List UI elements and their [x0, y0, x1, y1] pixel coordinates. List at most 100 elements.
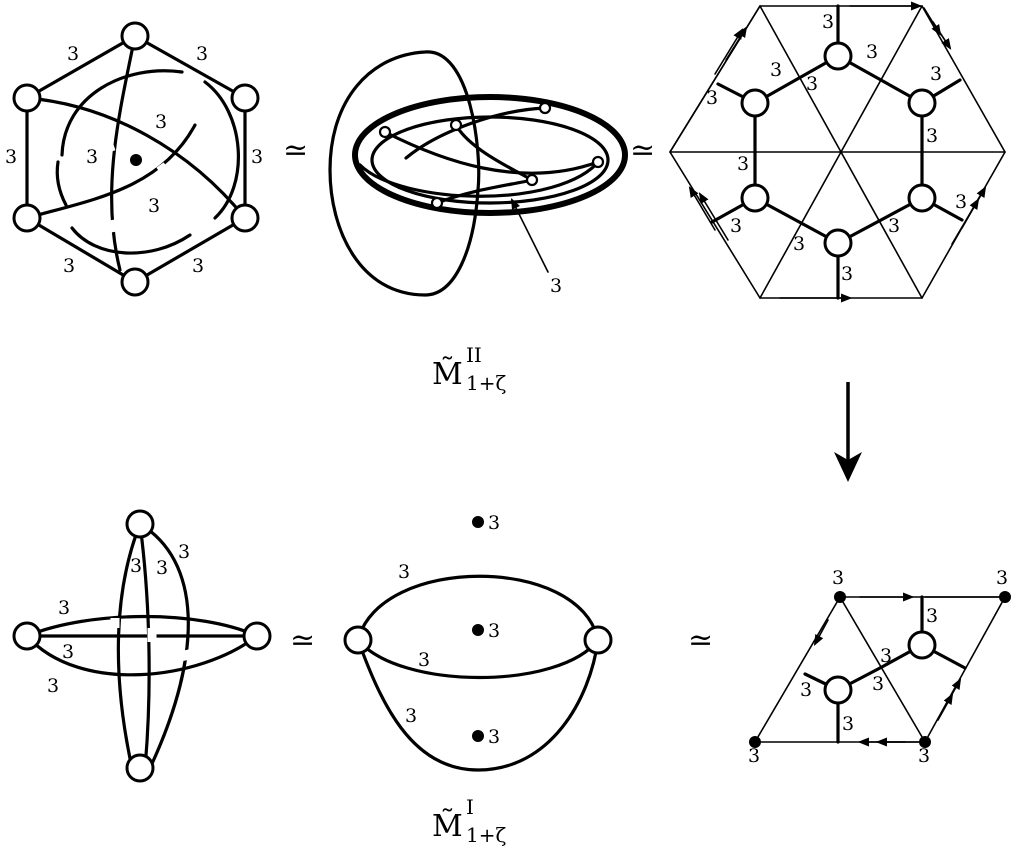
- hex-node: [12, 83, 42, 113]
- hex-node: [120, 267, 150, 297]
- node: [343, 625, 373, 655]
- order-label: 3: [63, 255, 75, 277]
- order-label: 3: [737, 153, 749, 175]
- node: [125, 753, 155, 783]
- order-label: 3: [488, 512, 500, 534]
- order-label: 3: [842, 713, 854, 735]
- order-label: 3: [488, 726, 500, 748]
- edge-arrow: [813, 619, 829, 646]
- vertex-node: [907, 183, 937, 213]
- node: [125, 509, 155, 539]
- arrow-down-icon: [834, 382, 862, 482]
- cone-point-dot: [472, 730, 484, 742]
- cone-point-dot: [472, 624, 484, 636]
- edge-arrow: [698, 192, 729, 241]
- order-label: 3: [872, 673, 884, 695]
- caption-sub: 1+ζ: [466, 823, 506, 847]
- panel-bottom-left-orbifold: 3 3 3 3 3 3: [12, 509, 272, 783]
- order-label: 3: [955, 191, 967, 213]
- order-label: 3: [178, 541, 190, 563]
- strand-c: [25, 96, 247, 220]
- order-label: 3: [730, 215, 742, 237]
- strand-horizontal-upper: [25, 614, 259, 638]
- theta-arc-middle: [356, 638, 600, 679]
- order-label: 3: [806, 73, 818, 95]
- strand-vertical-mid: [138, 522, 151, 770]
- order-label: 3: [880, 645, 892, 667]
- order-label: 3: [192, 255, 204, 277]
- torus-vertex: [538, 101, 552, 115]
- panel-top-left-hexagon-orbifold: 3 3 3 3 3 3 3 3 3: [5, 21, 263, 297]
- order-label: 3: [706, 87, 718, 109]
- edge-arrow: [688, 186, 716, 231]
- order-label: 3: [5, 146, 17, 168]
- pointer-arrow: [510, 197, 549, 273]
- dual-graph: [836, 643, 924, 692]
- cone-point-dot: [472, 516, 484, 528]
- order-label: 3: [866, 41, 878, 63]
- order-label: 3: [156, 557, 168, 579]
- order-label: 3: [47, 675, 59, 697]
- inner-arc-bottom: [70, 226, 192, 255]
- cone-point-dot: [999, 591, 1011, 603]
- vertex-node: [823, 228, 853, 258]
- vertex-node: [740, 88, 770, 118]
- hex-node: [230, 83, 260, 113]
- order-label: 3: [251, 146, 263, 168]
- edge-arrow: [714, 28, 744, 75]
- torus-outer: [352, 94, 628, 216]
- vertex-node: [907, 630, 937, 660]
- cone-point-dot: [919, 736, 931, 748]
- homeomorphism-symbol: ≃: [688, 623, 713, 658]
- caption-main: M̃: [432, 809, 463, 844]
- theta-arc-upper: [356, 574, 600, 642]
- vertex-node: [740, 183, 770, 213]
- homeomorphism-symbol: ≃: [630, 133, 655, 168]
- order-label: 3: [888, 215, 900, 237]
- vertex-node: [823, 675, 853, 705]
- torus-knot-strand: [404, 106, 547, 160]
- torus-knot-strand: [454, 123, 534, 182]
- torus-vertex: [525, 173, 539, 187]
- strand-vertical-right: [138, 522, 190, 770]
- order-label: 3: [841, 263, 853, 285]
- strand-horizontal-lower: [25, 634, 259, 677]
- caption-M-tilde-II: M̃ II 1+ζ: [432, 343, 506, 395]
- caption-sub: 1+ζ: [466, 371, 506, 395]
- vertex-node: [823, 41, 853, 71]
- order-label: 3: [926, 125, 938, 147]
- order-label: 3: [793, 233, 805, 255]
- torus-vertex: [591, 155, 605, 169]
- edge-arrow: [951, 198, 980, 245]
- cone-point-dot: [749, 736, 761, 748]
- panel-top-right-triangulated-hexagon: 3 3 3 3 3 3 3 3 3 3 3 3 3: [669, 1, 1006, 303]
- order-label: 3: [822, 11, 834, 33]
- caption-sup: II: [466, 343, 482, 367]
- node: [583, 625, 613, 655]
- order-label: 3: [148, 195, 160, 217]
- inner-arc-left: [55, 160, 68, 207]
- order-label: 3: [930, 63, 942, 85]
- torus-knot-strand: [435, 178, 534, 205]
- cone-point-dot: [130, 154, 142, 166]
- hex-node: [230, 203, 260, 233]
- torus-vertex: [430, 196, 444, 210]
- torus-core-curve: [358, 158, 602, 198]
- order-label: 3: [418, 649, 430, 671]
- edge-arrow: [923, 7, 942, 36]
- order-label: 3: [550, 275, 562, 297]
- edge-arrow: [937, 693, 954, 721]
- order-label: 3: [770, 59, 782, 81]
- order-label: 3: [67, 43, 79, 65]
- caption-main: M̃: [432, 357, 463, 392]
- torus-vertex: [449, 118, 463, 132]
- caption-sup: I: [466, 795, 474, 819]
- caption-M-tilde-I: M̃ I 1+ζ: [432, 795, 506, 847]
- homeomorphism-symbol: ≃: [283, 133, 308, 168]
- node: [242, 621, 272, 651]
- order-label: 3: [832, 567, 844, 589]
- order-label: 3: [196, 43, 208, 65]
- torus-inner: [370, 115, 610, 205]
- panel-bottom-middle-theta: 3 3 3 3 3 3: [343, 512, 613, 772]
